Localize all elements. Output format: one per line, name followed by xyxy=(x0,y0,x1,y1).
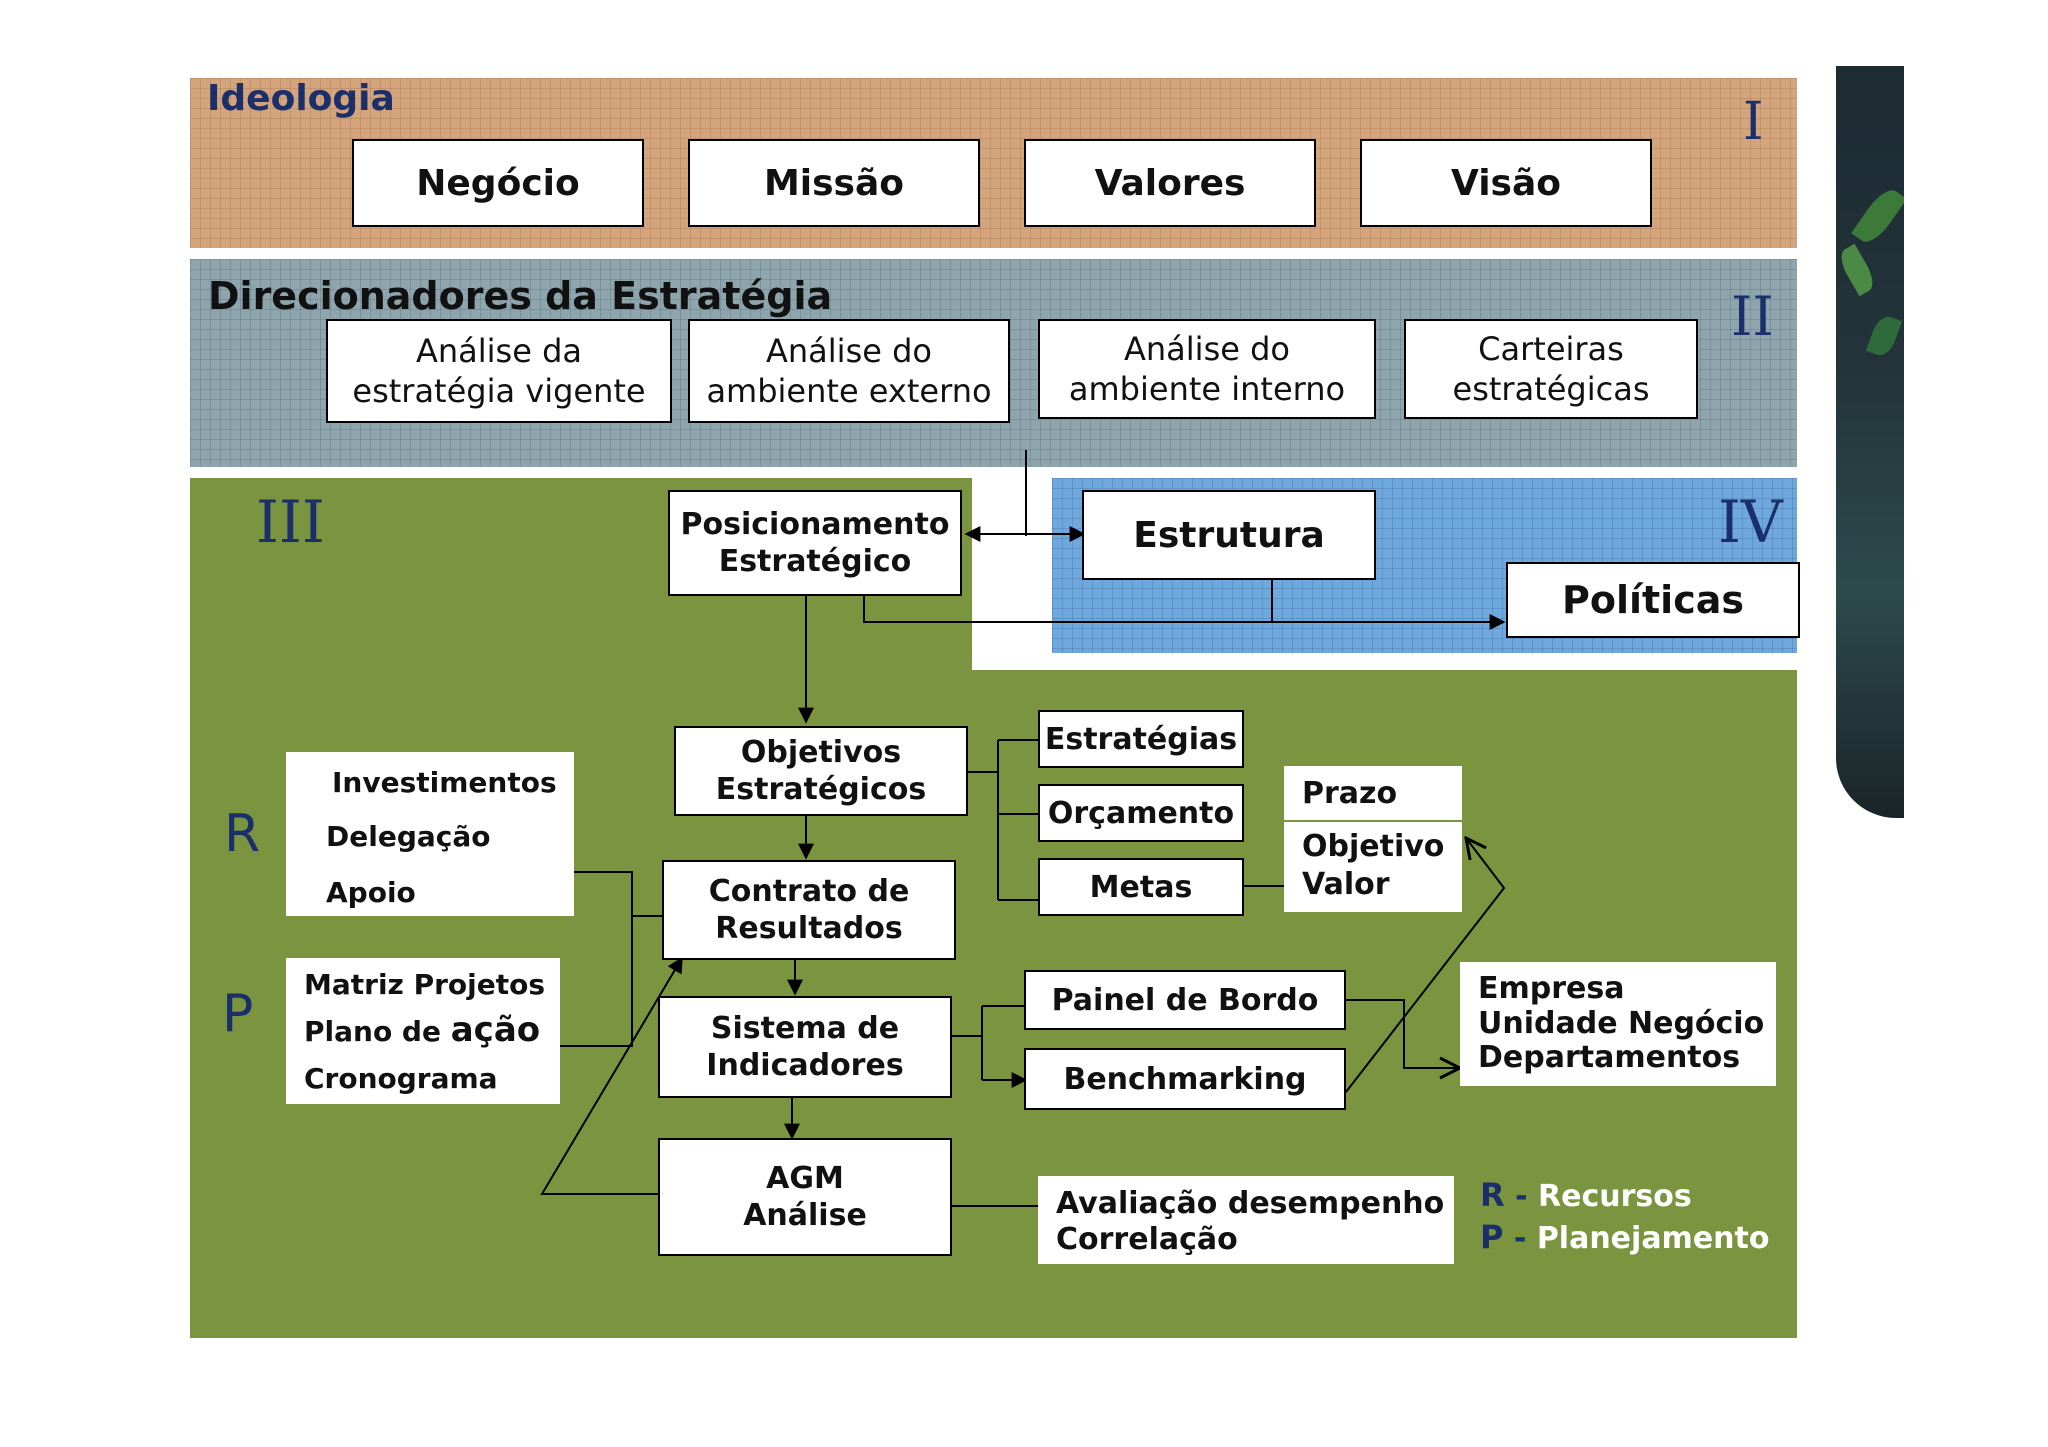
delegacao-label: Delegação xyxy=(326,820,491,853)
matriz-projetos-label: Matriz Projetos xyxy=(304,968,546,1001)
objetivos-estrategicos-box: Objetivos Estratégicos xyxy=(674,726,968,816)
acao-text: ação xyxy=(450,1010,541,1050)
painel-de-bordo-box: Painel de Bordo xyxy=(1024,970,1346,1030)
analise-ambiente-interno-box: Análise do ambiente interno xyxy=(1038,319,1376,419)
panel-divider xyxy=(1284,820,1462,822)
cronograma-label: Cronograma xyxy=(304,1062,498,1095)
valores-box: Valores xyxy=(1024,139,1316,227)
plano-de-acao-label: Plano de ação xyxy=(304,1010,540,1050)
legend-p-text: Planejamento xyxy=(1536,1221,1770,1256)
plant-photo xyxy=(1836,66,1904,818)
p-items-panel: Matriz Projetos Plano de ação Cronograma xyxy=(286,958,560,1104)
legend-recursos: R - Recursos xyxy=(1480,1176,1692,1214)
prazo-objetivo-valor-panel: Prazo Objetivo Valor xyxy=(1284,766,1462,912)
ideologia-title: Ideologia xyxy=(207,78,395,119)
p-letter: P xyxy=(222,984,254,1044)
estrutura-box: Estrutura xyxy=(1082,490,1376,580)
numeral-i: I xyxy=(1743,92,1764,152)
legend-r-text: Recursos xyxy=(1538,1179,1692,1214)
negocio-box: Negócio xyxy=(352,139,644,227)
legend-p-letter: P xyxy=(1480,1218,1504,1256)
missao-box: Missão xyxy=(688,139,980,227)
direcionadores-title: Direcionadores da Estratégia xyxy=(208,274,833,318)
empresa-panel: Empresa Unidade Negócio Departamentos xyxy=(1460,962,1776,1086)
visao-box: Visão xyxy=(1360,139,1652,227)
benchmarking-box: Benchmarking xyxy=(1024,1048,1346,1110)
prazo-label: Prazo xyxy=(1302,776,1398,811)
numeral-ii: II xyxy=(1731,285,1774,348)
posicionamento-estrategico-box: Posicionamento Estratégico xyxy=(668,490,962,596)
legend-r-letter: R xyxy=(1480,1176,1505,1214)
estrategias-box: Estratégias xyxy=(1038,710,1244,768)
carteiras-estrategicas-box: Carteiras estratégicas xyxy=(1404,319,1698,419)
legend-r-dash: - xyxy=(1515,1179,1528,1214)
agm-analise-box: AGM Análise xyxy=(658,1138,952,1256)
r-letter: R xyxy=(224,804,261,864)
avaliacao-desempenho-panel: Avaliação desempenho Correlação xyxy=(1038,1176,1454,1264)
investimentos-label: Investimentos xyxy=(332,766,557,799)
metas-box: Metas xyxy=(1038,858,1244,916)
contrato-resultados-box: Contrato de Resultados xyxy=(662,860,956,960)
apoio-label: Apoio xyxy=(326,876,416,909)
legend-planejamento: P - Planejamento xyxy=(1480,1218,1769,1256)
orcamento-box: Orçamento xyxy=(1038,784,1244,842)
objetivo-valor-label: Objetivo Valor xyxy=(1302,829,1445,902)
analise-ambiente-externo-box: Análise do ambiente externo xyxy=(688,319,1010,423)
legend-p-dash: - xyxy=(1513,1221,1527,1256)
politicas-box: Políticas xyxy=(1506,562,1800,638)
numeral-iv: IV xyxy=(1718,488,1783,556)
sistema-indicadores-box: Sistema de Indicadores xyxy=(658,996,952,1098)
r-items-panel: Investimentos Delegação Apoio xyxy=(286,752,574,916)
numeral-iii: III xyxy=(256,488,325,556)
plano-de-text: Plano de xyxy=(304,1015,451,1048)
analise-estrategia-vigente-box: Análise da estratégia vigente xyxy=(326,319,672,423)
